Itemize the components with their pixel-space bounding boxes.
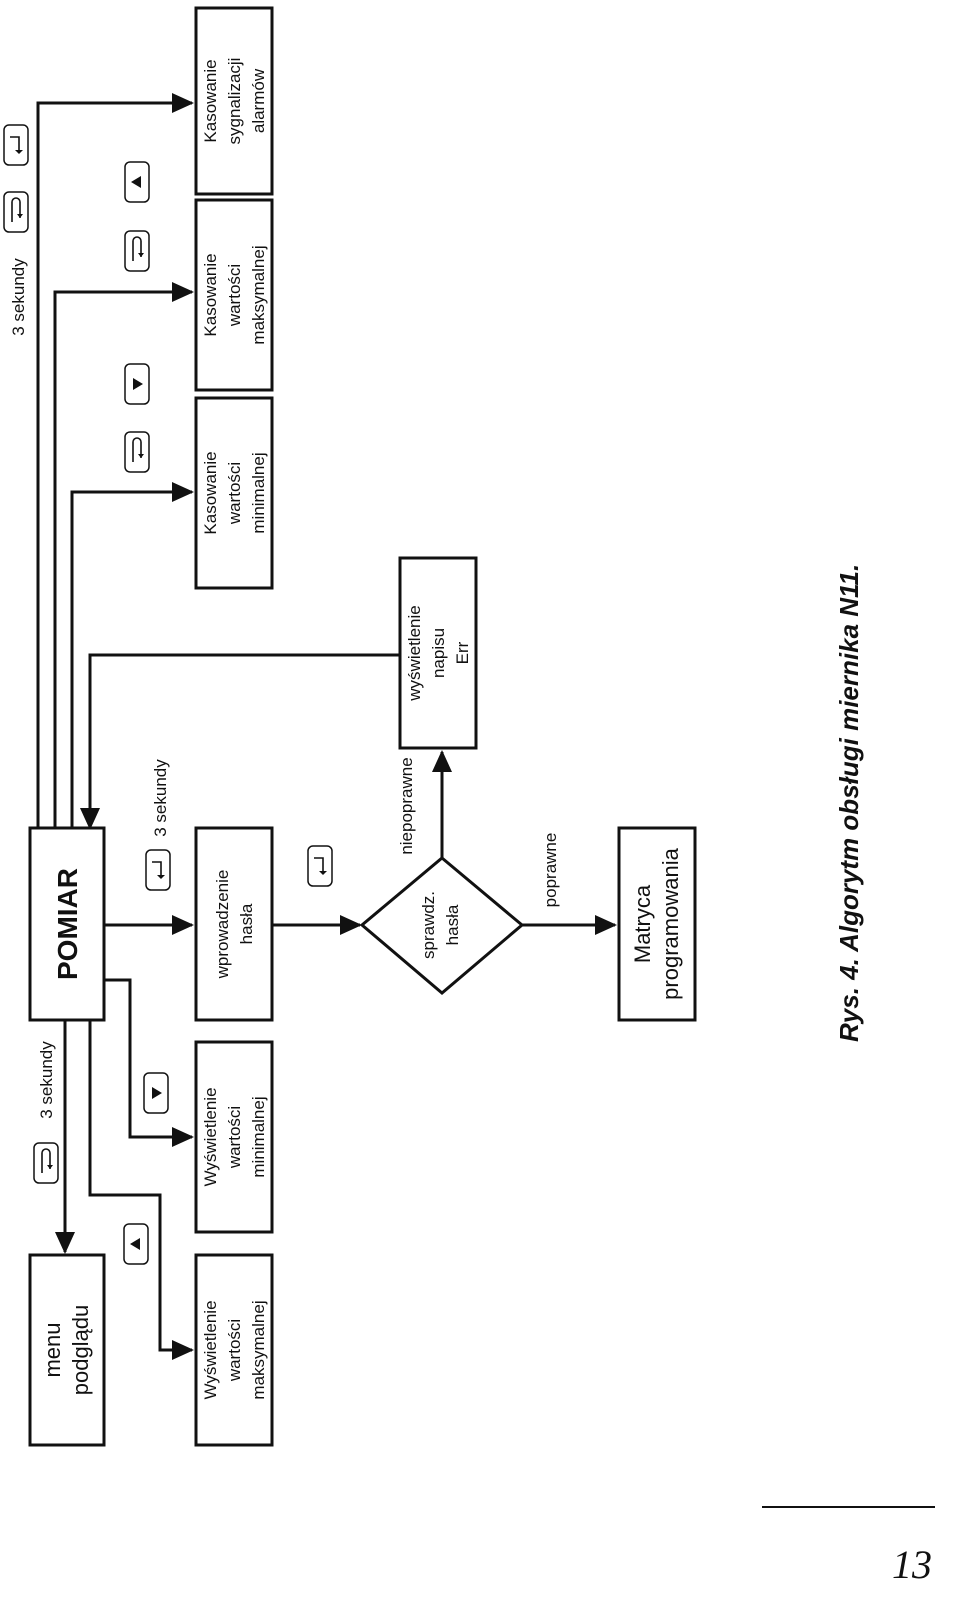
cycle-key-icon: [124, 230, 150, 272]
cycle-key-icon: [33, 1142, 59, 1184]
password-entry-line1: wprowadzenie: [213, 870, 232, 980]
enter-key-icon: [307, 845, 333, 887]
down-arrow-key-icon: [124, 363, 150, 405]
pomiar-label: POMIAR: [52, 868, 83, 980]
show-max-line1: Wyświetlenie: [201, 1300, 220, 1399]
three-seconds-label-password: 3 sekundy: [151, 759, 170, 837]
menu-podgladu-line2: podglądu: [68, 1305, 93, 1396]
err-display-line3: Err: [453, 641, 472, 664]
arrow-err-to-pomiar: [80, 653, 400, 830]
clear-max-line2: wartości: [225, 264, 244, 327]
arrow-pomiar-to-clear-max: [53, 282, 194, 828]
pomiar-box: [28, 826, 106, 1022]
clear-alarm-line1: Kasowanie: [201, 59, 220, 142]
show-max-line3: maksymalnej: [249, 1300, 268, 1399]
clear-max-line1: Kasowanie: [201, 253, 220, 336]
arrow-pomiar-to-clear-alarm: [36, 93, 194, 828]
page-number: 13: [892, 1542, 932, 1587]
enter-key-icon: [145, 849, 171, 891]
menu-podgladu-box: [28, 1253, 106, 1447]
clear-max-line3: maksymalnej: [249, 245, 268, 344]
incorrect-label: niepoprawne: [397, 757, 416, 854]
password-entry-line2: hasła: [237, 903, 256, 944]
arrow-pomiar-to-clear-min: [70, 482, 194, 828]
clear-max-box: [194, 198, 274, 392]
password-check-line1: sprawdz.: [419, 891, 438, 959]
clear-min-line1: Kasowanie: [201, 451, 220, 534]
three-seconds-label-menu: 3 sekundy: [37, 1041, 56, 1119]
cycle-key-icon: [3, 191, 29, 233]
clear-min-line3: minimalnej: [249, 452, 268, 533]
menu-podgladu-line1: menu: [40, 1322, 65, 1377]
down-arrow-key-icon: [143, 1072, 169, 1114]
show-max-box: [194, 1253, 274, 1447]
up-arrow-key-icon: [124, 161, 150, 203]
err-display-line1: wyświetlenie: [405, 605, 424, 701]
figure-caption: Rys. 4. Algorytm obsługi miernika N11.: [834, 564, 864, 1042]
clear-alarm-box: [194, 6, 274, 196]
cycle-key-icon: [124, 431, 150, 473]
password-entry-box: [194, 826, 274, 1022]
show-min-box: [194, 1040, 274, 1234]
show-min-line2: wartości: [225, 1106, 244, 1169]
enter-key-icon: [3, 124, 29, 166]
password-check-diamond: [359, 856, 525, 995]
clear-min-line2: wartości: [225, 462, 244, 525]
show-min-line3: minimalnej: [249, 1096, 268, 1177]
arrow-pomiar-to-show-min: [105, 978, 194, 1147]
programming-matrix-box: [617, 826, 697, 1022]
clear-alarm-line3: alarmów: [249, 68, 268, 133]
arrow-pomiar-to-show-max: [88, 1020, 194, 1360]
clear-alarm-line2: sygnalizacji: [225, 58, 244, 145]
correct-label: poprawne: [541, 833, 560, 908]
err-display-box: [398, 556, 478, 750]
clear-min-box: [194, 396, 274, 590]
err-display-line2: napisu: [429, 628, 448, 678]
password-check-line2: hasła: [443, 904, 462, 945]
show-min-line1: Wyświetlenie: [201, 1087, 220, 1186]
three-seconds-label-alarm: 3 sekundy: [9, 258, 28, 336]
up-arrow-key-icon: [123, 1223, 149, 1265]
programming-matrix-line2: programowania: [658, 847, 683, 999]
show-max-line2: wartości: [225, 1319, 244, 1382]
programming-matrix-line1: Matryca: [630, 884, 655, 963]
